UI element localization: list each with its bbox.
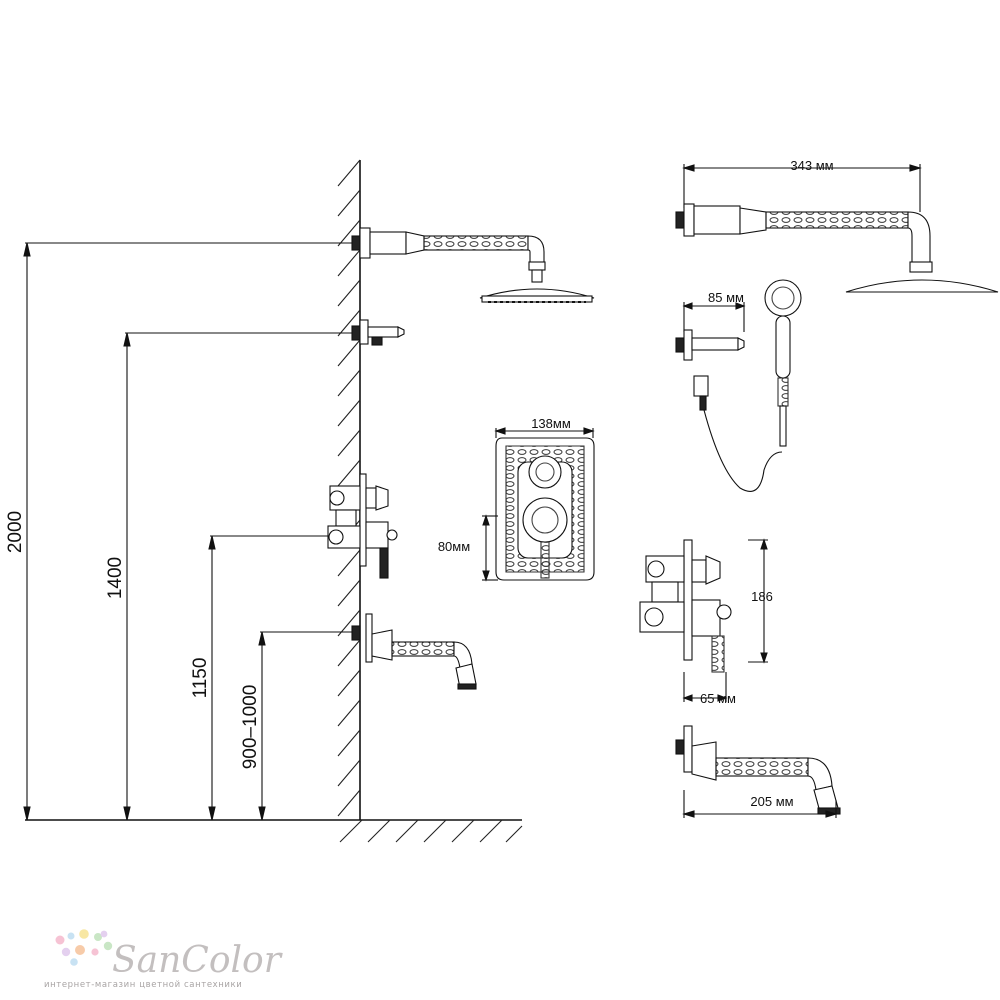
height-label-1400: 1400	[105, 557, 126, 599]
overhead-arm-length-label: 343 мм	[790, 158, 833, 173]
floor	[25, 819, 523, 843]
mixer-plate-width-label: 138мм	[531, 416, 571, 431]
hand-shower-holder-installed	[351, 319, 405, 346]
height-label-900-1000: 900–1000	[240, 685, 261, 770]
mixer-installed	[327, 473, 398, 579]
mixer-detail	[639, 538, 768, 702]
hand-shower-detail	[675, 279, 802, 492]
brand-logo: SanColor интернет-магазин цветной сантех…	[44, 929, 283, 990]
spout-installed	[351, 613, 477, 690]
overhead-shower-installed	[351, 227, 595, 303]
brand-tagline: интернет-магазин цветной сантехники	[44, 980, 242, 990]
height-label-2000: 2000	[5, 511, 26, 553]
logo-dots	[55, 929, 113, 966]
height-dimensions	[23, 242, 360, 821]
hand-shower-holder-length-label: 85 мм	[708, 290, 744, 305]
brand-name: SanColor	[112, 940, 283, 981]
height-label-1150: 1150	[190, 658, 211, 699]
mixer-height-label: 186	[751, 589, 773, 604]
mixer-depth-label: 65 мм	[700, 691, 736, 706]
spout-length-label: 205 мм	[750, 794, 793, 809]
spout-detail	[675, 725, 841, 818]
mixer-plate-lower-label: 80мм	[438, 539, 470, 554]
overhead-shower-detail	[675, 164, 999, 293]
mixer-front-plate	[482, 427, 595, 582]
